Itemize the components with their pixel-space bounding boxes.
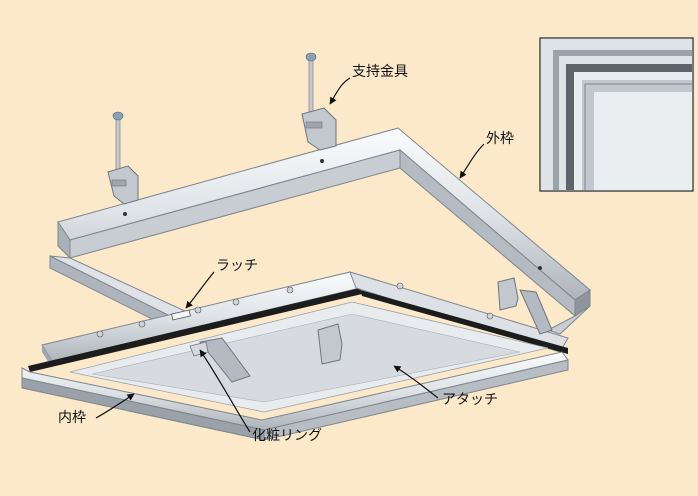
label-inner-frame: 内枠 bbox=[58, 410, 86, 426]
corner-closeup-inset bbox=[539, 37, 694, 192]
attachment-brackets bbox=[189, 277, 553, 383]
label-trim-ring: 化粧リング bbox=[252, 428, 322, 444]
leader-lines bbox=[95, 77, 485, 433]
inner-frame bbox=[21, 271, 569, 441]
label-outer-frame: 外枠 bbox=[486, 131, 514, 147]
label-latch: ラッチ bbox=[216, 258, 258, 274]
label-support-bracket: 支持金具 bbox=[352, 64, 408, 80]
label-attachment: アタッチ bbox=[442, 392, 498, 408]
support-bracket-left bbox=[107, 111, 139, 205]
support-bracket-right bbox=[301, 52, 337, 151]
outer-frame bbox=[49, 127, 591, 335]
